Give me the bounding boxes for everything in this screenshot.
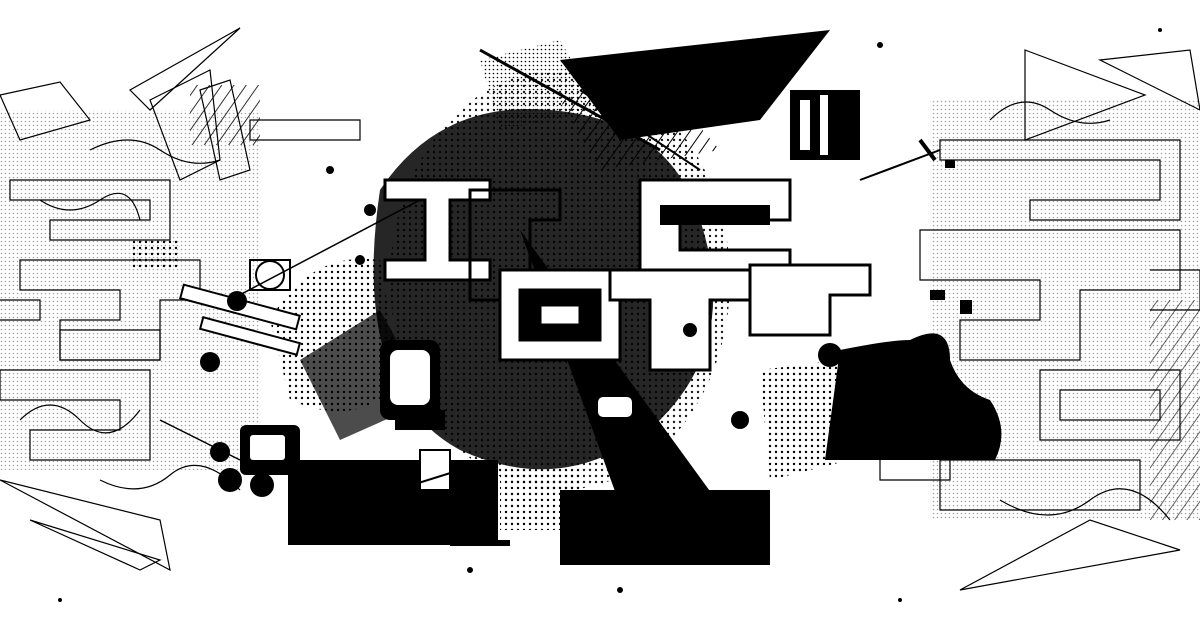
central-letterforms [383,178,872,372]
machinery-shapes [179,259,842,497]
diagonal-strokes [159,48,941,521]
scattered-specks [58,28,1162,602]
left-speckle-texture [0,85,260,470]
central-collage-mass [270,30,1002,565]
